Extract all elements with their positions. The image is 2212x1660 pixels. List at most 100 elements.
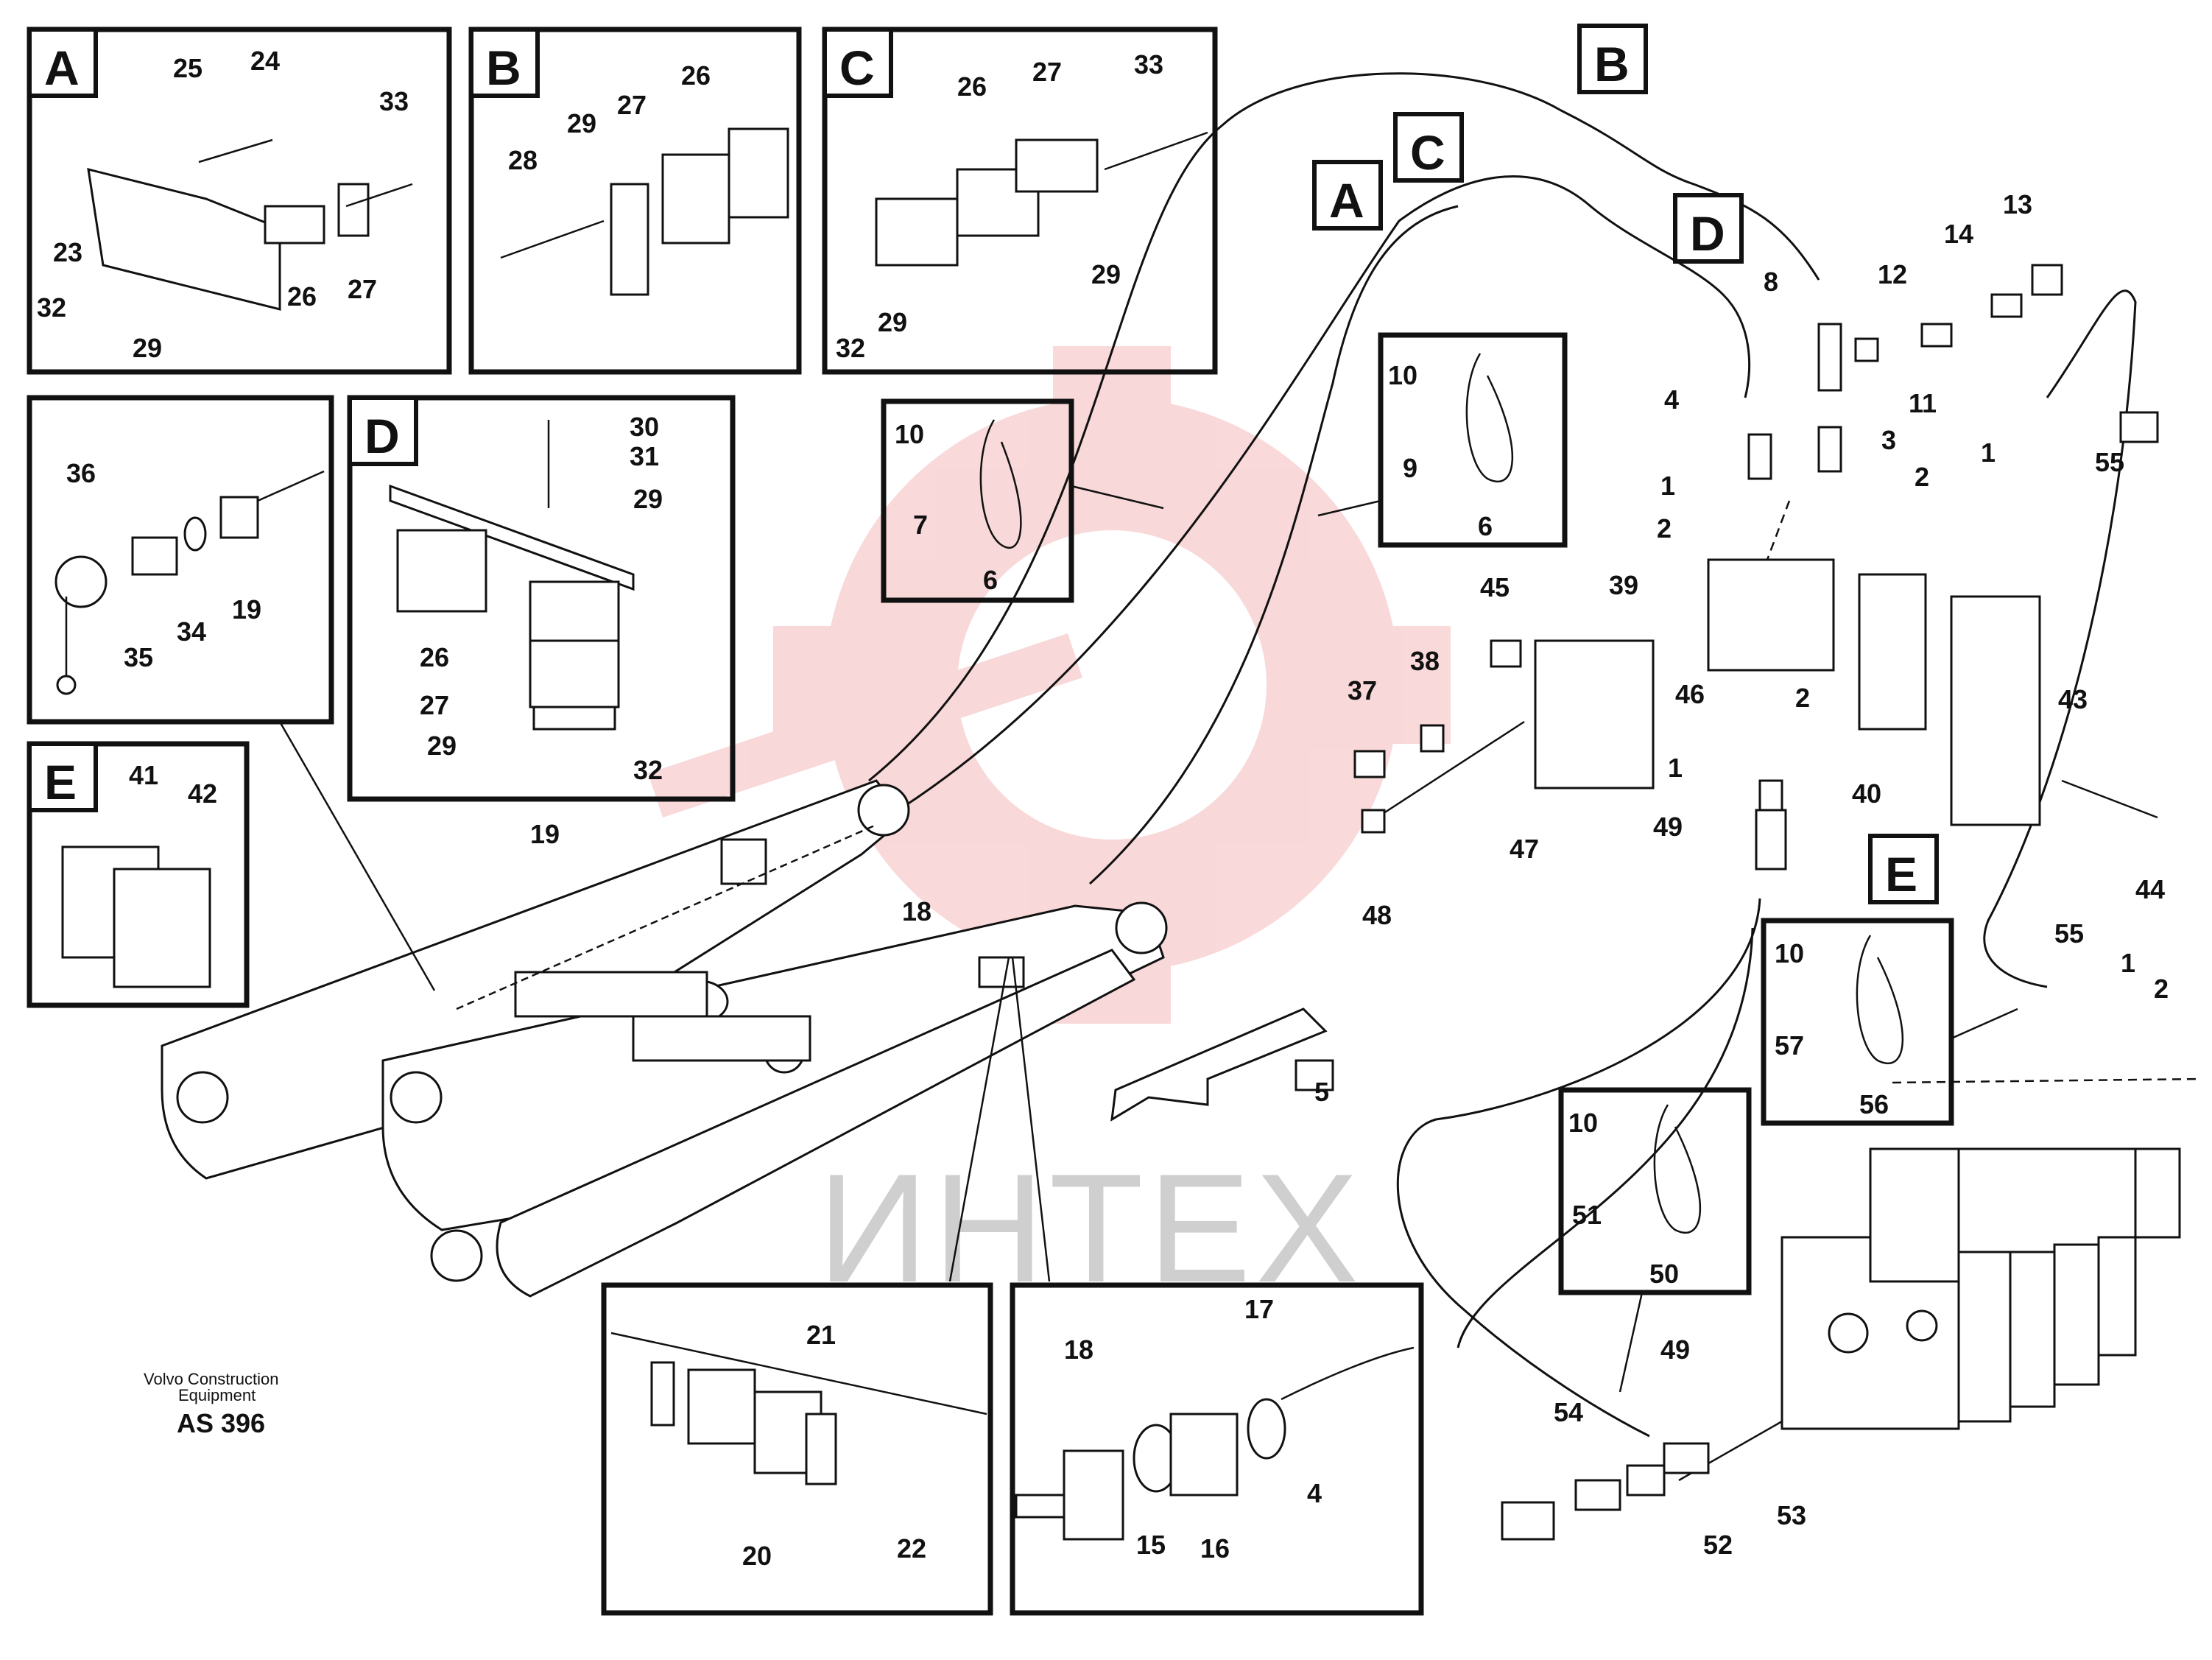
callout-number: 13: [2003, 189, 2032, 219]
callout-number: 39: [1609, 570, 1638, 600]
callout-number: 5: [1314, 1077, 1329, 1107]
callout-number: 54: [1554, 1397, 1583, 1427]
callout-number: 52: [1703, 1530, 1733, 1560]
callout-number: 6: [1478, 511, 1493, 541]
callout-number: 23: [53, 237, 82, 267]
callout-number: 17: [1244, 1294, 1274, 1324]
callout-number: 26: [420, 642, 449, 672]
inset-letter: D: [1690, 206, 1725, 261]
callout-number: 26: [287, 281, 317, 312]
route-tag-a: A: [1312, 160, 1383, 231]
inset-c: C: [822, 27, 1218, 375]
callout-number: 29: [567, 108, 596, 138]
callout-number: 35: [124, 642, 153, 672]
callout-number: 46: [1675, 679, 1705, 709]
callout-number: 49: [1653, 812, 1683, 842]
callout-number: 19: [530, 819, 560, 849]
callout-number: 47: [1510, 834, 1539, 864]
inset-letter: A: [44, 41, 80, 95]
callout-number: 32: [633, 755, 663, 785]
callout-number: 9: [1403, 453, 1417, 483]
callout-number: 29: [878, 307, 907, 337]
callout-number: 3: [1881, 425, 1896, 455]
callout-number: 10: [895, 419, 924, 449]
callout-number: 26: [681, 60, 711, 91]
route-tag-b: B: [1577, 24, 1648, 94]
main-control-valve: [1501, 1147, 2181, 1541]
inset-d: D: [347, 395, 736, 802]
callout-number: 2: [2154, 974, 2169, 1004]
callout-number: 29: [1091, 259, 1121, 289]
caption-text: Equipment: [178, 1386, 256, 1404]
callout-number: 56: [1859, 1089, 1889, 1119]
callout-number: 16: [1200, 1533, 1230, 1564]
callout-number: 1: [1660, 471, 1675, 501]
callout-number: 1: [1981, 437, 1996, 468]
callout-number: 32: [836, 333, 865, 363]
callout-number: 36: [66, 458, 96, 488]
callout-number: 27: [1032, 57, 1062, 87]
callout-number: 25: [173, 53, 202, 83]
valve-block-area: [1295, 264, 2202, 1091]
callout-number: 29: [633, 484, 663, 514]
callout-number: 33: [1134, 49, 1163, 80]
inset-letter: B: [486, 41, 521, 95]
inset-sensor: [27, 395, 334, 725]
inset-clamp-57: [1761, 918, 1954, 1126]
callout-number: 38: [1410, 646, 1440, 676]
inset-flange: [1010, 1282, 1424, 1616]
callout-number: 20: [742, 1541, 772, 1571]
callout-number: 10: [1775, 938, 1804, 968]
callout-number: 4: [1664, 384, 1679, 415]
callout-number: 28: [508, 145, 538, 175]
callout-number: 29: [133, 333, 162, 363]
callout-number: 14: [1944, 219, 1973, 249]
callout-number: 18: [1064, 1334, 1093, 1365]
caption-text: Volvo Construction: [144, 1370, 278, 1388]
loader-boom: [161, 779, 1168, 1298]
callout-number: 27: [617, 90, 647, 120]
callout-number: 37: [1348, 675, 1377, 706]
callout-number: 18: [902, 896, 931, 926]
callout-number: 1: [1668, 753, 1683, 783]
drawing-caption: Volvo Construction Equipment AS 396: [144, 1370, 278, 1438]
callout-number: 34: [177, 616, 206, 647]
callout-number: 40: [1852, 778, 1881, 809]
inset-letter: E: [1885, 847, 1917, 901]
inset-letter: B: [1594, 37, 1630, 91]
inset-clamp-9: [1378, 332, 1568, 548]
callout-number: 51: [1572, 1200, 1602, 1230]
route-tag-c: C: [1393, 112, 1464, 183]
inset-leaders: [278, 485, 2018, 1393]
callout-number: 22: [897, 1533, 926, 1564]
callout-number: 30: [630, 412, 659, 442]
callout-number: 6: [983, 565, 998, 595]
inset-clamp-51: [1558, 1087, 1752, 1295]
callout-number: 2: [1795, 683, 1810, 713]
callout-number: 31: [630, 441, 659, 471]
inset-a: A: [27, 27, 452, 375]
callout-number: 21: [806, 1320, 836, 1350]
direction-arrow: [1110, 1007, 1328, 1122]
inset-letter: D: [364, 409, 400, 463]
watermark-text: ИНТЕХ: [817, 1142, 1363, 1315]
callout-number: 10: [1568, 1108, 1598, 1138]
callout-number: 4: [1307, 1478, 1322, 1508]
callout-number: 19: [232, 594, 261, 625]
callout-number: 49: [1660, 1334, 1690, 1365]
callout-number: 43: [2058, 684, 2088, 714]
callout-number: 45: [1480, 572, 1510, 602]
callout-number: 33: [379, 86, 409, 116]
callout-number: 2: [1915, 462, 1929, 492]
callout-number: 10: [1388, 360, 1417, 390]
callout-number: 8: [1764, 267, 1778, 297]
callout-number: 44: [2135, 874, 2165, 904]
callout-number: 50: [1649, 1259, 1679, 1289]
callout-number: 29: [427, 731, 457, 761]
callout-number: 15: [1136, 1530, 1166, 1560]
callout-number: 24: [250, 46, 280, 76]
inset-clamp-7: [881, 398, 1074, 603]
route-tag-d: D: [1673, 193, 1744, 264]
watermark-logo: [648, 346, 1451, 1024]
callout-number: 7: [913, 510, 928, 540]
